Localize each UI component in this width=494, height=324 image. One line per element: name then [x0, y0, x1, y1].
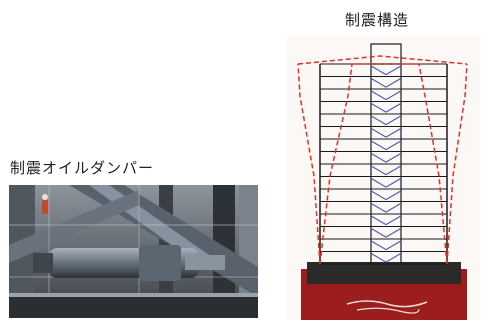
sway-line: [297, 63, 321, 265]
oil-damper-caption: 制震オイルダンパー: [10, 159, 155, 177]
damper-brace: [370, 165, 402, 176]
damper-brace: [370, 190, 402, 201]
damper-brace: [370, 152, 402, 163]
damper-brace: [370, 77, 402, 88]
damper-brace: [370, 252, 402, 263]
sway-line: [446, 63, 468, 265]
damper-brace: [370, 90, 402, 101]
damper-brace: [370, 65, 402, 76]
damper-brace: [370, 127, 402, 138]
damper-brace: [370, 177, 402, 188]
damper-brace: [370, 140, 402, 151]
damper-brace: [370, 102, 402, 113]
damper-brace: [370, 215, 402, 226]
vibration-control-title: 制震構造: [345, 11, 410, 29]
basement-block: [307, 262, 461, 284]
vibration-control-diagram: [287, 36, 480, 320]
damper-brace: [370, 227, 402, 238]
building-frame-drawing: [287, 36, 480, 320]
oil-damper-photo: [9, 185, 258, 318]
damper-brace: [370, 240, 402, 251]
damper-brace: [370, 115, 402, 126]
damper-brace: [370, 202, 402, 213]
sway-line: [418, 63, 448, 265]
sway-line: [297, 55, 468, 65]
deformation-outline: [297, 55, 468, 265]
sway-line: [319, 63, 353, 265]
